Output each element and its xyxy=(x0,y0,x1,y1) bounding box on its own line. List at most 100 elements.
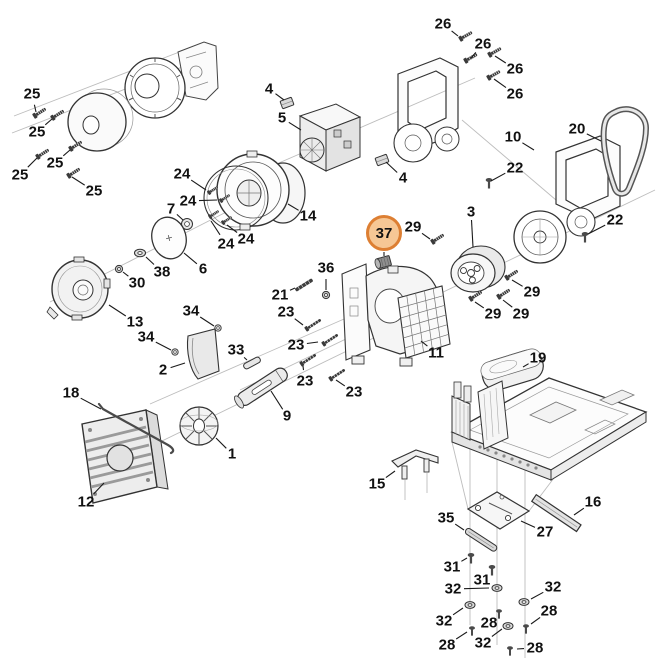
leader-line-30 xyxy=(122,271,129,277)
part-callout-33: 33 xyxy=(227,341,245,359)
part-20-v-belt xyxy=(600,106,650,197)
part-4-spacer-b xyxy=(374,153,390,167)
part-callout-26: 26 xyxy=(474,35,492,53)
leader-line-25 xyxy=(71,176,85,186)
leader-line-21 xyxy=(289,287,296,291)
leader-line-19 xyxy=(522,363,529,368)
part-callout-26: 26 xyxy=(506,60,524,78)
leader-line-24 xyxy=(210,220,221,236)
part-callout-32: 32 xyxy=(444,580,462,598)
part-callout-18: 18 xyxy=(62,384,80,402)
part-callout-30: 30 xyxy=(128,274,146,292)
part-callout-32: 32 xyxy=(474,634,492,652)
part-callout-10: 10 xyxy=(504,128,522,146)
leader-line-24 xyxy=(226,224,238,233)
leader-line-23 xyxy=(335,379,346,387)
part-callout-22: 22 xyxy=(606,211,624,229)
part-callout-16: 16 xyxy=(584,493,602,511)
part-callout-28: 28 xyxy=(480,614,498,632)
part-callout-28: 28 xyxy=(526,639,544,657)
part-callout-15: 15 xyxy=(368,475,386,493)
part-ring-housing-left xyxy=(124,57,186,119)
part-callout-24: 24 xyxy=(173,165,191,183)
leader-line-4 xyxy=(275,93,285,101)
part-callout-6: 6 xyxy=(198,260,208,278)
part-callout-24: 24 xyxy=(237,230,255,248)
part-callout-24: 24 xyxy=(179,192,197,210)
part-callout-13: 13 xyxy=(126,313,144,331)
part-callout-29: 29 xyxy=(523,283,541,301)
part-callout-23: 23 xyxy=(345,383,363,401)
part-callout-3: 3 xyxy=(466,203,476,221)
leader-line-28 xyxy=(455,631,468,640)
part-callout-29: 29 xyxy=(512,305,530,323)
part-1-impeller xyxy=(179,406,219,446)
leader-line-7 xyxy=(176,213,184,221)
leader-line-29 xyxy=(421,232,431,240)
part-11-gear-housing xyxy=(341,263,451,367)
part-callout-35: 35 xyxy=(437,509,455,527)
leader-line-29 xyxy=(511,279,523,287)
leader-line-1 xyxy=(215,437,227,449)
leader-line-5 xyxy=(288,121,302,131)
part-callout-23: 23 xyxy=(296,372,314,390)
leader-line-38 xyxy=(145,256,155,265)
part-callout-1: 1 xyxy=(227,445,237,463)
part-3-clutch xyxy=(450,245,506,293)
leader-line-22 xyxy=(587,224,606,235)
part-callout-9: 9 xyxy=(282,407,292,425)
leader-line-34 xyxy=(155,341,172,351)
part-33-key xyxy=(243,356,261,370)
part-callout-2: 2 xyxy=(158,361,168,379)
leader-line-26 xyxy=(451,30,459,37)
part-body-top-left xyxy=(177,41,219,101)
leader-line-14 xyxy=(287,203,299,211)
leader-line-23 xyxy=(302,365,305,371)
part-callout-11: 11 xyxy=(428,344,444,362)
part-10-blower-housing xyxy=(513,135,621,264)
part-27-plate xyxy=(466,491,531,530)
leader-line-2 xyxy=(170,362,186,369)
part-callout-14: 14 xyxy=(299,207,317,225)
leader-line-24 xyxy=(198,199,218,202)
leader-line-22 xyxy=(490,172,506,182)
part-callout-25: 25 xyxy=(85,182,103,200)
part-callout-28: 28 xyxy=(540,602,558,620)
part-callout-26: 26 xyxy=(434,15,452,33)
part-callout-21: 21 xyxy=(271,286,289,304)
part-callout-7: 7 xyxy=(166,200,176,218)
part-12-grille xyxy=(81,409,169,504)
part-7-washer xyxy=(181,218,193,230)
part-37-plug xyxy=(374,255,392,269)
leader-line-32 xyxy=(491,628,503,637)
part-base-plate xyxy=(450,377,648,481)
part-callout-31: 31 xyxy=(473,571,491,589)
leader-line-6 xyxy=(183,252,198,265)
part-callout-12: 12 xyxy=(77,493,95,511)
leader-line-35 xyxy=(454,523,465,531)
part-callout-31: 31 xyxy=(443,558,461,576)
leader-line-34 xyxy=(199,316,215,327)
leader-line-32 xyxy=(530,591,544,600)
leader-line-4 xyxy=(385,161,398,173)
part-callout-38: 38 xyxy=(153,263,171,281)
leader-line-26 xyxy=(494,55,507,64)
part-5-motor xyxy=(298,103,362,172)
part-19-knob xyxy=(480,348,544,391)
part-21-stud xyxy=(295,278,313,292)
leader-line-27 xyxy=(520,520,536,528)
part-callout-20: 20 xyxy=(568,120,586,138)
part-callout-25: 25 xyxy=(23,85,41,103)
part-callout-5: 5 xyxy=(277,109,287,127)
leader-line-20 xyxy=(586,133,602,142)
part-callout-37-highlighted[interactable]: 37 xyxy=(366,215,402,251)
part-callout-23: 23 xyxy=(277,303,295,321)
leader-line-31 xyxy=(461,557,468,562)
part-callout-29: 29 xyxy=(484,305,502,323)
leader-line-25 xyxy=(62,149,71,157)
leader-line-26 xyxy=(493,78,507,89)
leader-line-15 xyxy=(385,470,396,479)
leader-line-28 xyxy=(530,616,541,625)
